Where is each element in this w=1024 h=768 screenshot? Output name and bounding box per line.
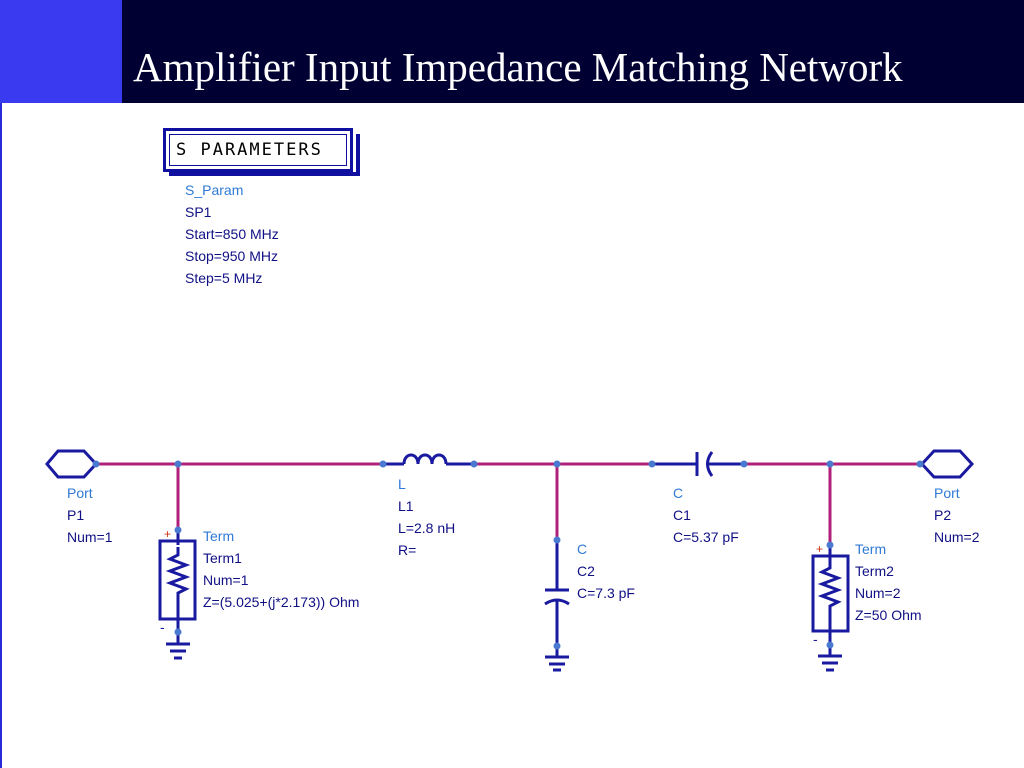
pin-dot bbox=[826, 460, 834, 468]
port-p2-label: Port P2 Num=2 bbox=[934, 482, 980, 548]
pin-dot bbox=[553, 460, 561, 468]
capacitor-c2-symbol[interactable] bbox=[544, 540, 570, 646]
pin-dot bbox=[826, 641, 834, 649]
svg-text:+: + bbox=[164, 527, 171, 541]
sparam-name: SP1 bbox=[185, 204, 212, 220]
port-p1-type: Port bbox=[67, 485, 93, 501]
inductor-resistance: R= bbox=[398, 542, 417, 558]
port-p2-num: Num=2 bbox=[934, 529, 980, 545]
left-rule bbox=[0, 103, 2, 768]
pin-dot bbox=[826, 541, 834, 549]
port-p1-label: Port P1 Num=1 bbox=[67, 482, 113, 548]
pin-dot bbox=[174, 460, 182, 468]
term2-name: Term2 bbox=[855, 563, 894, 579]
pin-dot bbox=[379, 460, 387, 468]
svg-text:-: - bbox=[813, 631, 818, 647]
pin-dot bbox=[174, 526, 182, 534]
port-p1-symbol[interactable] bbox=[45, 449, 99, 479]
inductor-l1-label: L L1 L=2.8 nH R= bbox=[398, 473, 455, 561]
title-bar bbox=[0, 0, 1024, 103]
term2-num: Num=2 bbox=[855, 585, 901, 601]
title-accent-block bbox=[0, 0, 122, 103]
pin-dot bbox=[648, 460, 656, 468]
pin-dot bbox=[470, 460, 478, 468]
ground-icon bbox=[818, 654, 842, 672]
pin-dot bbox=[553, 642, 561, 650]
sparam-stop: Stop=950 MHz bbox=[185, 248, 278, 264]
sparam-box-label: S PARAMETERS bbox=[176, 140, 323, 160]
cap2-name: C2 bbox=[577, 563, 595, 579]
port-p2-symbol[interactable] bbox=[919, 449, 975, 479]
inductor-type: L bbox=[398, 476, 406, 492]
ground-icon bbox=[166, 642, 190, 660]
term2-symbol[interactable]: + - bbox=[811, 542, 850, 656]
port-p1-name: P1 bbox=[67, 507, 85, 523]
sparam-controller[interactable]: S PARAMETERS bbox=[163, 128, 353, 172]
pin-dot bbox=[553, 536, 561, 544]
cap1-name: C1 bbox=[673, 507, 691, 523]
term1-type: Term bbox=[203, 528, 235, 544]
cap1-type: C bbox=[673, 485, 684, 501]
port-p2-type: Port bbox=[934, 485, 960, 501]
capacitor-c1-label: C C1 C=5.37 pF bbox=[673, 482, 739, 548]
term2-impedance: Z=50 Ohm bbox=[855, 607, 922, 623]
sparam-box-shadow bbox=[356, 134, 360, 174]
term1-num: Num=1 bbox=[203, 572, 249, 588]
cap2-type: C bbox=[577, 541, 588, 557]
inductor-value: L=2.8 nH bbox=[398, 520, 456, 536]
svg-text:+: + bbox=[816, 542, 823, 556]
term1-label: Term Term1 Num=1 Z=(5.025+(j*2.173)) Ohm bbox=[203, 525, 359, 613]
term1-impedance: Z=(5.025+(j*2.173)) Ohm bbox=[203, 594, 360, 610]
inductor-l1-symbol[interactable] bbox=[383, 453, 474, 466]
capacitor-c1-symbol[interactable] bbox=[652, 451, 744, 477]
term1-name: Term1 bbox=[203, 550, 242, 566]
sparam-label: S_Param SP1 Start=850 MHz Stop=950 MHz S… bbox=[185, 179, 279, 289]
sparam-box-inner bbox=[169, 134, 347, 166]
term2-label: Term Term2 Num=2 Z=50 Ohm bbox=[855, 538, 922, 626]
term1-symbol[interactable]: + - bbox=[158, 527, 197, 644]
capacitor-c2-label: C C2 C=7.3 pF bbox=[577, 538, 635, 604]
svg-text:-: - bbox=[160, 619, 165, 635]
cap1-value: C=5.37 pF bbox=[673, 529, 739, 545]
cap2-value: C=7.3 pF bbox=[577, 585, 635, 601]
sparam-start: Start=850 MHz bbox=[185, 226, 279, 242]
sparam-type: S_Param bbox=[185, 182, 244, 198]
sparam-step: Step=5 MHz bbox=[185, 270, 263, 286]
pin-dot bbox=[916, 460, 924, 468]
pin-dot bbox=[92, 460, 100, 468]
inductor-name: L1 bbox=[398, 498, 414, 514]
port-p2-name: P2 bbox=[934, 507, 952, 523]
port-p1-num: Num=1 bbox=[67, 529, 113, 545]
slide-title: Amplifier Input Impedance Matching Netwo… bbox=[133, 44, 903, 90]
pin-dots bbox=[92, 460, 924, 650]
pin-dot bbox=[740, 460, 748, 468]
sparam-box-shadow bbox=[169, 172, 360, 176]
pin-dot bbox=[174, 628, 182, 636]
term2-type: Term bbox=[855, 541, 887, 557]
ground-icon bbox=[545, 646, 569, 672]
